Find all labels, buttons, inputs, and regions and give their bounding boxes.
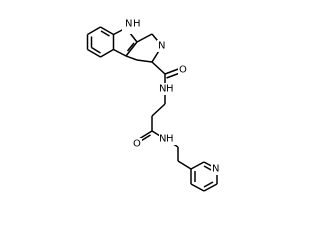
atom-amide-n2: N H	[159, 133, 179, 145]
atom-carbonyl-o2: O	[132, 138, 142, 150]
atom-pyridine-n: N	[211, 163, 221, 175]
amide-nitrogen-label: N	[159, 84, 166, 95]
pyridine-nitrogen-label: N	[212, 164, 219, 175]
linker-chain	[137, 61, 183, 144]
atom-ring-n: N	[157, 40, 167, 52]
amide-hydrogen-label: H	[166, 84, 174, 95]
ring-nitrogen-label: N	[158, 41, 165, 52]
indole-nitrogen-label: N	[125, 19, 132, 30]
atom-amide-n1: N H	[159, 83, 179, 95]
amide-hydrogen-label-2: H	[166, 134, 174, 145]
atom-carbonyl-o1: O	[178, 64, 188, 76]
atom-indole-nh: N H	[122, 19, 141, 34]
pyridine-ring	[190, 161, 218, 192]
carbonyl-oxygen-label: O	[179, 65, 187, 76]
amide-nitrogen-label-2: N	[159, 134, 166, 145]
indole-hydrogen-label: H	[133, 19, 141, 30]
molecule-structure: N H N O N H O N H N	[86, 19, 221, 192]
benzene-ring	[86, 26, 115, 58]
carbonyl-oxygen-label-2: O	[133, 139, 141, 150]
